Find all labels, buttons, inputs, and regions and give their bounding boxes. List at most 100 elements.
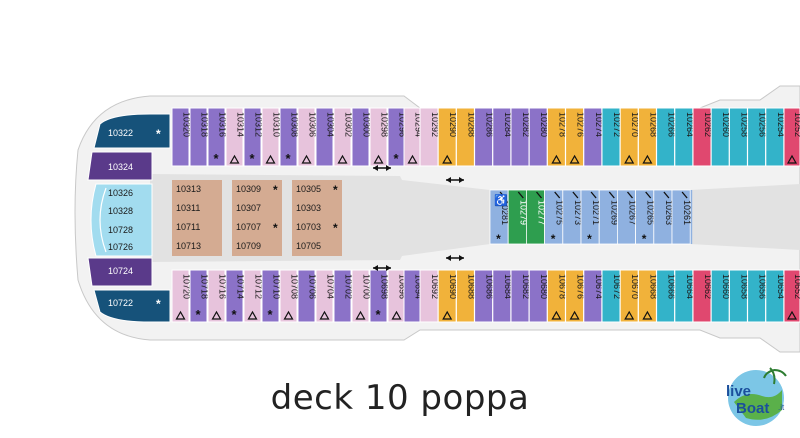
arrow-head-right xyxy=(459,177,464,183)
cabin-number: 10300 xyxy=(362,112,372,137)
triangle-icon xyxy=(569,310,580,320)
triangle-icon xyxy=(247,310,258,320)
cabin-number: 10690 xyxy=(448,274,458,299)
cabin-10722-box xyxy=(93,289,171,323)
bottom-cabin-10670: 10670 xyxy=(619,269,640,323)
arrow-head-left xyxy=(446,177,451,183)
top-cabin-10284: 10284 xyxy=(492,107,513,167)
cabin-number: 10294 xyxy=(414,112,424,137)
cabin-10314-box xyxy=(225,107,244,167)
cabin-number: 10302 xyxy=(344,112,354,137)
deck-title: deck 10 poppa xyxy=(270,378,530,418)
door-mark xyxy=(608,191,615,199)
cabin-number: 10282 xyxy=(521,112,531,137)
cabin-10709: 10709 xyxy=(236,241,261,251)
cabin-10252-box xyxy=(783,107,800,167)
connector-arrows xyxy=(373,165,464,271)
inner-block-bg xyxy=(292,180,342,256)
star-icon: * xyxy=(273,183,278,197)
cabin-number: 10326 xyxy=(108,188,133,198)
arrow-head-right xyxy=(386,165,391,171)
bottom-cabin-10668: 10668 xyxy=(637,269,658,323)
top-cabin-10306: 10306 xyxy=(297,107,318,167)
cabin-10702-box xyxy=(333,269,352,323)
triangle-icon xyxy=(786,310,798,320)
cabin-number: 10698 xyxy=(380,274,390,299)
top-cabin-10270: 10270 xyxy=(619,107,640,167)
stern-balcony-line xyxy=(99,187,107,253)
triangle-icon xyxy=(283,310,294,320)
cabin-number: 10264 xyxy=(685,112,695,137)
top-cabin-10320: 10320 xyxy=(171,107,192,167)
bottom-cabin-10682: 10682 xyxy=(510,269,531,323)
center-cabin-10279: 10279 xyxy=(507,189,528,245)
stern-cabin-10722: 10722* xyxy=(93,289,171,323)
triangle-icon xyxy=(786,154,798,164)
cabin-10318-box xyxy=(189,107,208,167)
bottom-cabin-10692: 10692 xyxy=(419,269,440,323)
cabin-10718-box xyxy=(189,269,208,323)
center-cabin-10281: 10281 * xyxy=(489,189,510,246)
top-cabin-10282: 10282 xyxy=(510,107,531,167)
bottom-cabin-10658: 10658 xyxy=(728,269,749,323)
cabin-number: 10692 xyxy=(430,274,440,299)
cabin-10703: 10703 xyxy=(296,222,321,232)
cabin-10316-box xyxy=(207,107,226,167)
cabin-number: 10281 xyxy=(500,200,510,225)
cabin-number: 10318 xyxy=(200,112,210,137)
stern-cabin-10326: 10326 xyxy=(108,188,133,198)
triangle-icon xyxy=(551,310,562,320)
triangle-icon xyxy=(301,154,312,164)
cabin-number: 10262 xyxy=(703,112,713,137)
cabin-10324-box xyxy=(87,151,153,181)
cabin-10322-box xyxy=(93,113,171,149)
cabin-number: 10714 xyxy=(236,274,246,299)
cabin-10304-box xyxy=(315,107,334,167)
top-cabin-10258: 10258 xyxy=(728,107,749,167)
cabin-number: 10662 xyxy=(703,274,713,299)
cabin-number: 10328 xyxy=(108,206,133,216)
cabin-number: 10314 xyxy=(236,112,246,137)
bottom-cabin-10690: 10690 xyxy=(437,269,458,323)
door-mark xyxy=(645,191,652,199)
cabin-10309: 10309 xyxy=(236,184,261,194)
bottom-cabin-10720: 10720 xyxy=(171,269,192,323)
cabin-number: 10658 xyxy=(739,274,749,299)
top-cabin-10254: 10254 xyxy=(765,107,786,167)
cabin-number: 10724 xyxy=(108,266,133,276)
logo-land xyxy=(734,390,782,420)
top-cabin-10278: 10278 xyxy=(546,107,567,167)
bottom-cabin-10700: 10700 xyxy=(351,269,372,323)
star-icon: * xyxy=(587,232,592,246)
door-mark xyxy=(572,191,579,199)
accessible-icon: ♿ xyxy=(494,194,508,207)
bottom-cabin-10714: 10714* xyxy=(225,269,246,323)
top-cabin-10286: 10286 xyxy=(474,107,495,167)
triangle-icon xyxy=(319,310,330,320)
cabin-number: 10680 xyxy=(539,274,549,299)
star-icon: * xyxy=(333,183,338,197)
star-icon: * xyxy=(214,151,220,166)
bottom-cabin-10708: 10708 xyxy=(279,269,300,323)
cabin-number: 10652 xyxy=(793,274,800,299)
cabin-10305: 10305 xyxy=(296,184,321,194)
arrow-bottom-left xyxy=(373,265,391,271)
star-icon: * xyxy=(496,232,501,246)
triangle-icon xyxy=(337,154,348,164)
cabin-10303: 10303 xyxy=(296,203,321,213)
cabin-number: 10275 xyxy=(555,200,565,225)
triangle-icon xyxy=(442,154,453,164)
bottom-cabin-10688: 10688 xyxy=(455,269,476,323)
arrow-head-right xyxy=(386,265,391,271)
triangle-icon xyxy=(624,310,635,320)
cabin-number: 10672 xyxy=(612,274,622,299)
cabin-number: 10288 xyxy=(466,112,476,137)
cabin-number: 10708 xyxy=(290,274,300,299)
stern-cabin-10724: 10724 xyxy=(87,257,153,287)
bottom-cabin-10686: 10686 xyxy=(474,269,495,323)
star-icon: * xyxy=(394,151,400,166)
cabin-number: 10726 xyxy=(108,242,133,252)
door-mark xyxy=(681,191,688,199)
cabin-number: 10694 xyxy=(414,274,424,299)
